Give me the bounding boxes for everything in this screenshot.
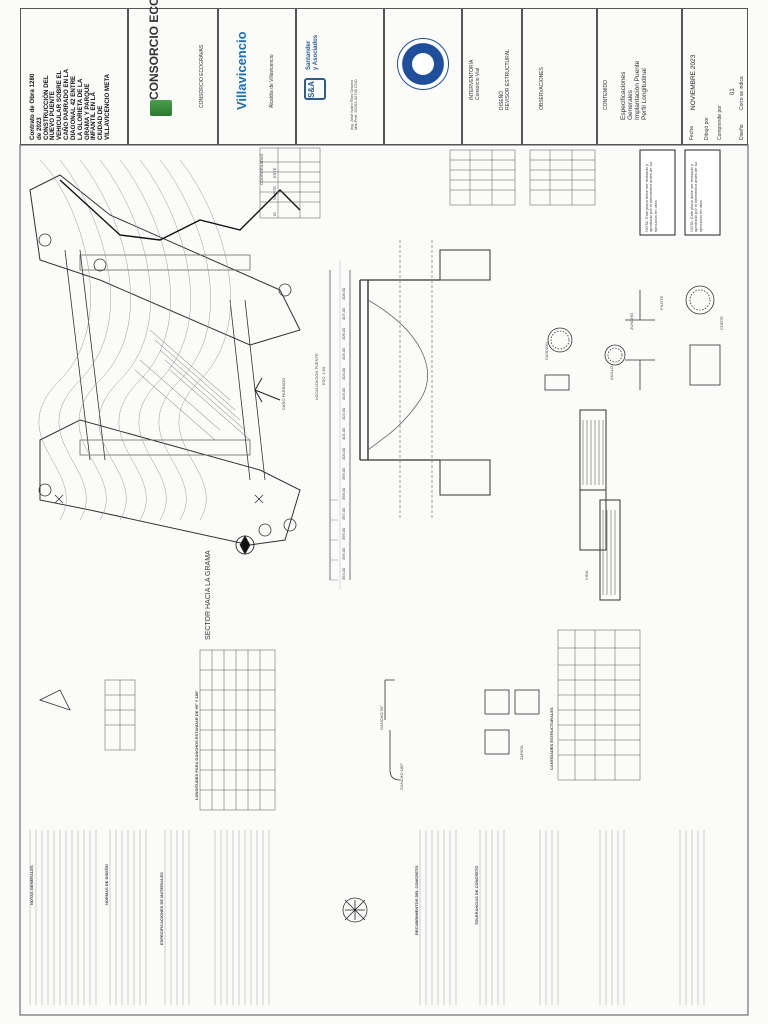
elevation-label: 404,00	[341, 367, 346, 380]
section-label: LOCALIZACION PUENTE	[314, 353, 319, 400]
detail-corte: CORTE	[719, 316, 724, 330]
coord-header-norte: NORTE	[272, 186, 277, 200]
detail-zuncho: ZUNCHO	[629, 312, 634, 330]
elevation-label: 396,00	[341, 527, 346, 540]
consortium-mark-icon	[150, 100, 172, 116]
coord-title: COORDENADAS	[259, 153, 264, 185]
bar-summary-table	[557, 629, 641, 781]
elevation-label: 398,00	[341, 487, 346, 500]
contract-cell	[20, 8, 128, 145]
elevation-label: 408,00	[341, 287, 346, 300]
elevation-label: 407,00	[341, 307, 346, 320]
diseno-por-value: Corro se indica	[739, 76, 745, 110]
diseno-label: DISEÑÓ REVISOR ESTRUCTURAL	[499, 49, 511, 110]
elevation-labels: 408,00 407,00 406,00 405,00 404,00 403,00 402,…	[341, 287, 346, 580]
hook-180-label: GANCHO 180°	[399, 763, 404, 790]
dibujo-label: Dibujó por	[704, 117, 710, 140]
notes-general-title: NOTAS GENERALES	[29, 865, 34, 905]
hook-details	[38, 679, 540, 923]
compone-label: Comprende por	[717, 105, 723, 140]
observaciones-cell	[522, 8, 597, 145]
engineer-info: Ing. José Nairo Ríos Orozco Mat.Prof. 25…	[349, 79, 359, 130]
city-cell	[218, 8, 296, 145]
lap-table-title: LONGITUDES PARA GANCHOS ESTANDAR DE 90° …	[194, 690, 199, 800]
elevation-label: 395,00	[341, 547, 346, 560]
scale-label: ESC: 1:50	[321, 366, 326, 385]
sya-logo-icon	[304, 78, 326, 100]
contract-text: Contrato de Obra 1280 de 2023 CONSTRUCCI…	[29, 68, 111, 140]
elevation-label: 406,00	[341, 327, 346, 340]
coord-tables	[259, 147, 596, 219]
section-view	[329, 240, 491, 590]
materials-title: ESPECIFICACIONES DE MATERIALES	[159, 872, 164, 945]
elevation-label: 399,00	[341, 467, 346, 480]
consortium-cell	[128, 8, 218, 145]
contenido-text: Especificaciones Generales Implantación …	[620, 60, 649, 120]
interventoria-logo-cell	[384, 8, 462, 145]
plan-view	[29, 159, 301, 555]
detail-zapata: ZAPATA	[519, 745, 524, 760]
cano-label: CAÑO PARRADO	[281, 377, 286, 410]
hook-90-label: GANCHO 90°	[379, 705, 384, 730]
sector-label: SECTOR HACIA LA GRAMA	[205, 550, 212, 640]
detail-pilote: PILOTE	[659, 295, 664, 310]
consortium-logo: CONSORCIO ECOGRAVAS	[147, 0, 161, 100]
elevation-label: 405,00	[341, 347, 346, 360]
city-label: Alcaldía de Villavicencio	[269, 54, 275, 108]
lap-table	[104, 649, 276, 811]
detail-caisson: CAISSON	[544, 341, 549, 360]
elevation-label: 397,00	[341, 507, 346, 520]
sya-logo-text: S&A	[307, 81, 316, 98]
observaciones-label: OBSERVACIONES	[539, 67, 545, 110]
tolerance-title: TOLERANCIAS DE CONCRETO	[474, 865, 479, 925]
sheet-number: 01	[730, 88, 736, 95]
stamp-note-2: NOTA: Este plano debe ser revisado y apr…	[644, 162, 658, 232]
contenido-label: CONTENIDO	[603, 80, 609, 110]
coord-header-id: ID	[272, 212, 277, 216]
detail-anillo: ANILLO	[609, 365, 614, 380]
elevation-label: 401,00	[341, 427, 346, 440]
details-view	[544, 285, 721, 601]
codes-title: NORMAS DE DISEÑO	[104, 864, 109, 905]
sya-name: Santander y Asociados	[306, 34, 319, 70]
notes-lines	[29, 830, 705, 1005]
stamp-note-1: NOTA: Este plano debe ser revisado y apr…	[689, 162, 703, 232]
sya-cell	[296, 8, 384, 145]
detail-viga: VIGA	[584, 570, 589, 580]
elevation-label: 400,00	[341, 447, 346, 460]
diseno-por-label: Diseño	[739, 124, 745, 140]
coord-header-este: ESTE	[272, 167, 277, 178]
stamps	[639, 149, 721, 236]
interventoria-logo-icon	[397, 38, 449, 90]
elevation-label: 402,00	[341, 407, 346, 420]
bar-summary-title: CANTIDADES ESTRUCTURALES	[549, 707, 554, 770]
consortium-label: CONSORCIO ECOGRAVAS	[199, 44, 205, 108]
interventoria-cell	[462, 8, 522, 145]
interventoria-label: INTERVENTORÍA Consorcio Vial	[469, 59, 481, 100]
fecha-cell	[682, 8, 748, 145]
fecha-value: NOVIEMBRE 2023	[690, 54, 697, 110]
elevation-label: 394,00	[341, 567, 346, 580]
contenido-cell	[597, 8, 682, 145]
fecha-label: Fecha	[689, 126, 695, 140]
elevation-label: 403,00	[341, 387, 346, 400]
city-logo: Villavicencio	[234, 31, 249, 110]
concrete-title: RECUBRIMIENTOS DEL CONCRETO	[414, 865, 419, 935]
